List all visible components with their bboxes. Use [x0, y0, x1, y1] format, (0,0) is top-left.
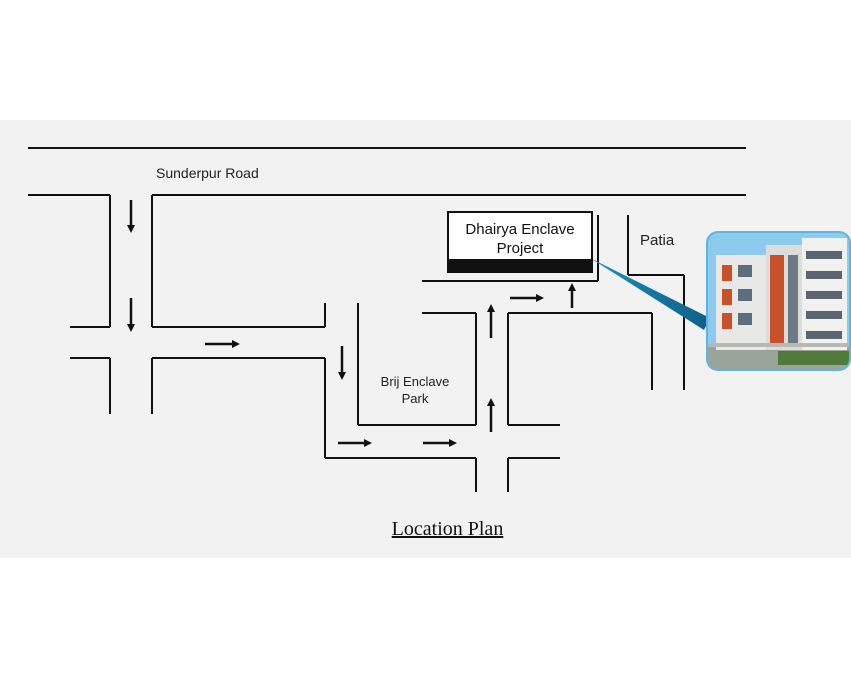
project-bar: [449, 259, 591, 271]
brij-enclave-park-label: Brij Enclave Park: [380, 374, 450, 406]
patia-label: Patia: [640, 232, 675, 249]
building-illustration: [708, 233, 849, 369]
location-plan-title: Location Plan: [391, 518, 504, 540]
project-name: Dhairya Enclave Project: [465, 221, 575, 257]
sunderpur-road-label: Sunderpur Road: [156, 165, 259, 181]
pointer-beam: [590, 258, 710, 330]
direction-arrows: [127, 200, 576, 447]
project-marker: Dhairya Enclave Project: [447, 211, 593, 273]
building-photo: [706, 231, 851, 371]
road-lines: [28, 147, 746, 492]
